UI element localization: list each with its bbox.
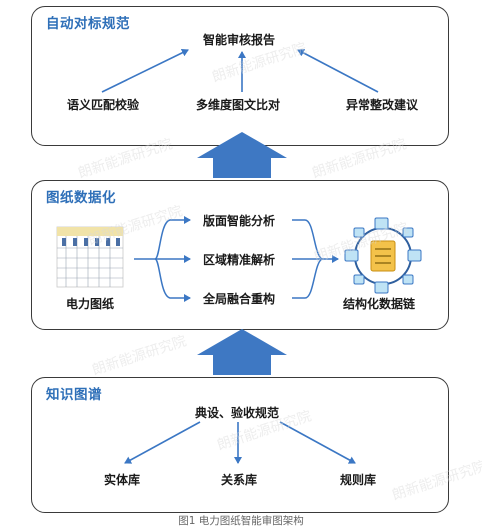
arrow-to-entity-lib xyxy=(124,421,201,464)
arrow-semantic-to-report xyxy=(101,49,189,93)
panel-title: 图纸数据化 xyxy=(46,190,116,206)
smart-review-panel: 自动对标规范 xyxy=(31,6,449,146)
global-fusion-node: 全局融合重构 xyxy=(203,292,276,306)
relation-lib-node: 关系库 xyxy=(221,473,258,487)
standards-node: 典设、验收规范 xyxy=(195,406,280,420)
arrow-to-layout-analysis xyxy=(154,216,191,260)
panel-title: 自动对标规范 xyxy=(46,16,130,32)
power-drawing-label: 电力图纸 xyxy=(66,297,115,311)
data-chain-label: 结构化数据链 xyxy=(343,297,416,311)
region-parse-node: 区域精准解析 xyxy=(203,253,276,267)
rectification-node: 异常整改建议 xyxy=(346,98,419,112)
panel-title: 知识图谱 xyxy=(46,387,102,403)
report-node: 智能审核报告 xyxy=(203,33,276,47)
knowledge-graph-panel: 知识图谱 xyxy=(31,377,449,513)
entity-lib-node: 实体库 xyxy=(104,473,141,487)
power-drawing-thumbnail xyxy=(56,226,124,288)
arrow-suggest-to-report xyxy=(297,49,379,93)
block-arrow-upper xyxy=(197,132,287,178)
block-arrow-lower xyxy=(197,329,287,375)
figure-caption: 图1 电力图纸智能审图架构 xyxy=(178,515,304,527)
arrow-to-global-fusion xyxy=(154,258,191,302)
semantic-match-node: 语义匹配校验 xyxy=(67,98,140,112)
layout-analysis-node: 版面智能分析 xyxy=(203,214,276,228)
arrow-to-rule-lib xyxy=(279,421,356,464)
rule-lib-node: 规则库 xyxy=(340,473,377,487)
multi-compare-node: 多维度图文比对 xyxy=(196,98,281,112)
data-chain-icon xyxy=(344,217,422,294)
